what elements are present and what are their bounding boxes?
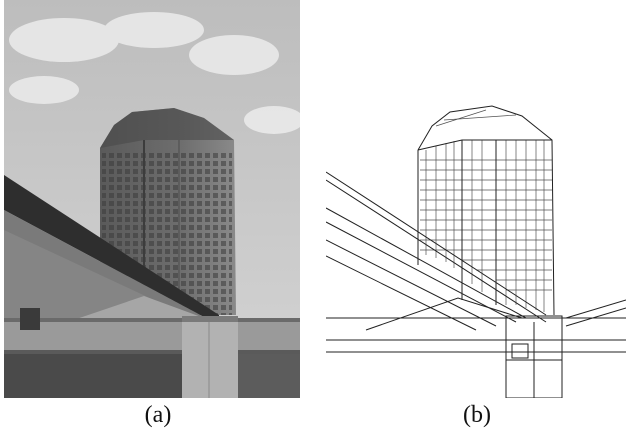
caption-b: (b) [463, 402, 491, 428]
caption-a: (a) [144, 402, 172, 428]
grayscale-building-photo [4, 0, 300, 398]
roof-and-canopy-edges [326, 171, 626, 398]
tower-edges [417, 105, 555, 316]
window-grid-edges [420, 109, 552, 312]
pillar [182, 316, 238, 398]
edge-panel-b [326, 0, 626, 398]
photo-panel-a [4, 0, 300, 398]
diagonal-roof-edge [4, 175, 219, 325]
cloud-shapes [9, 12, 300, 134]
edge-detection-image [326, 0, 626, 398]
